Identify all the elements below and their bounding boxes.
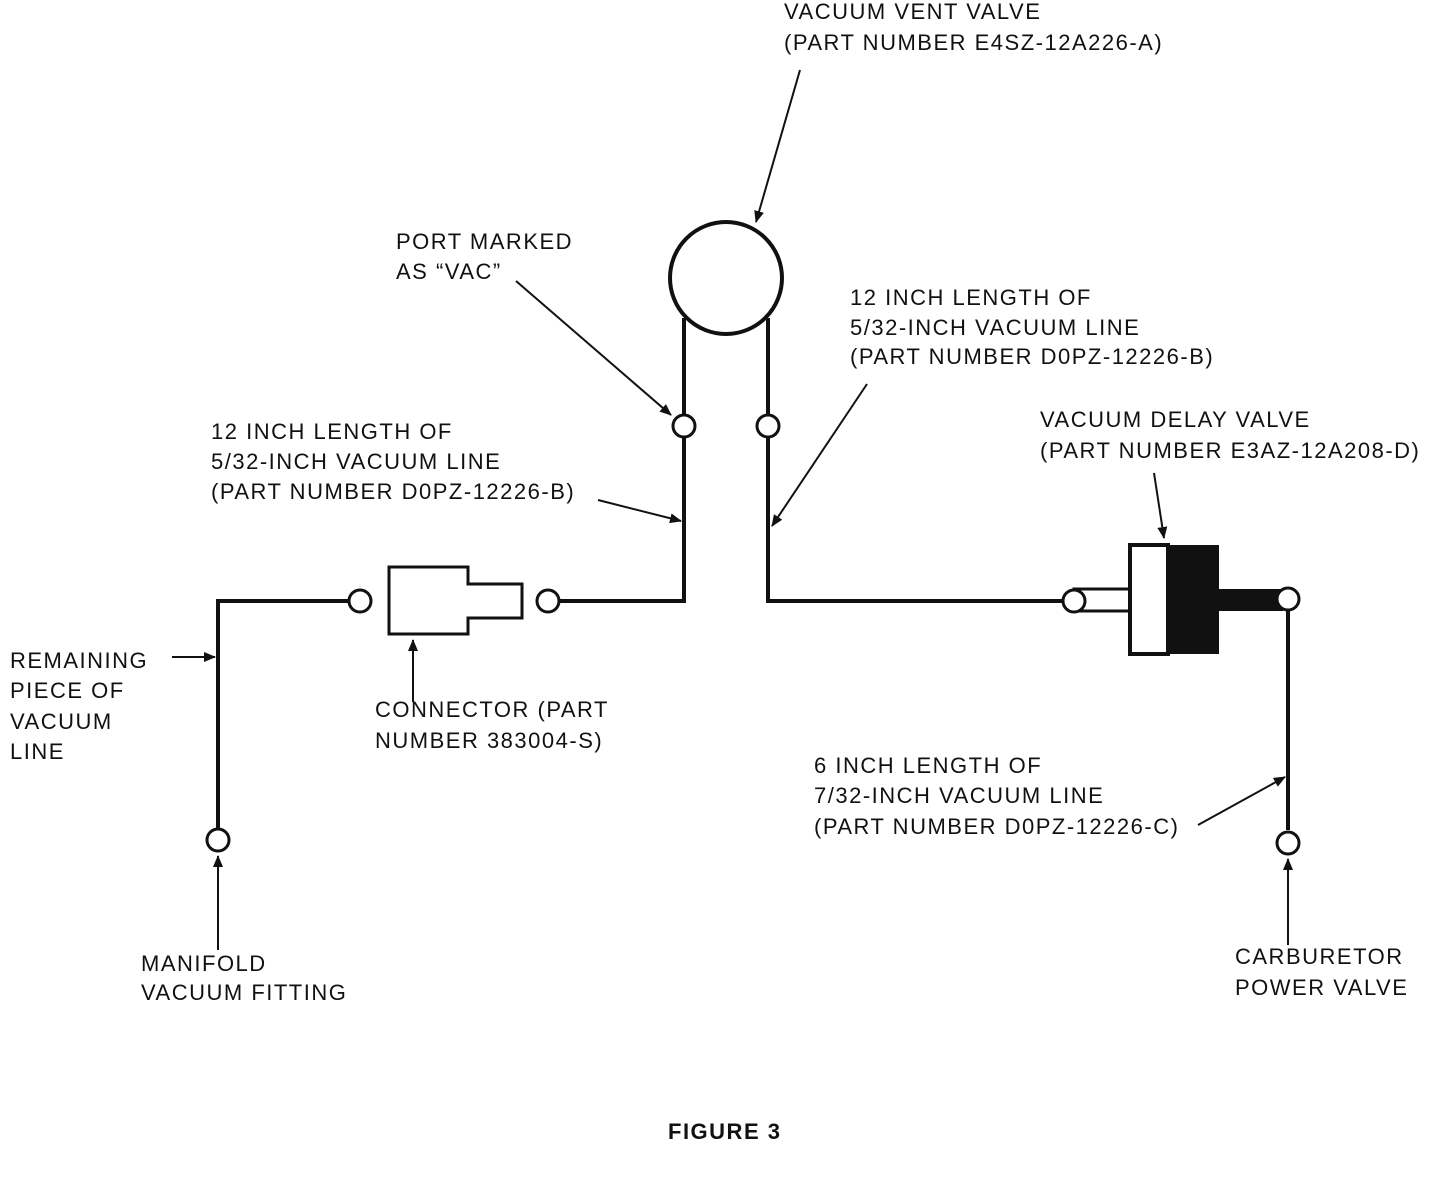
label-line: POWER VALVE (1235, 975, 1408, 1000)
label-line: 7/32-INCH VACUUM LINE (814, 783, 1104, 808)
label-line: VACUUM (10, 709, 113, 734)
manifold-label: MANIFOLD VACUUM FITTING (141, 951, 347, 1005)
label-line: PIECE OF (10, 678, 125, 703)
label-line: CARBURETOR (1235, 944, 1404, 969)
port-vac-arrow (515, 280, 672, 416)
delay-valve-outlet-stub (1219, 589, 1283, 611)
vacuum-delay-valve (1072, 543, 1283, 656)
left-line-label: 12 INCH LENGTH OF 5/32-INCH VACUUM LINE … (211, 419, 575, 504)
figure-caption: FIGURE 3 (668, 1119, 781, 1144)
label-line: LINE (10, 739, 65, 764)
label-line: 6 INCH LENGTH OF (814, 753, 1042, 778)
delay-valve-label: VACUUM DELAY VALVE (PART NUMBER E3AZ-12A… (1040, 407, 1420, 463)
label-line: (PART NUMBER E3AZ-12A208-D) (1040, 438, 1420, 463)
right-5-32-vacuum-line (766, 437, 1062, 603)
connector-label: CONNECTOR (PART NUMBER 383004-S) (375, 697, 609, 753)
delay-valve-light-half (1128, 543, 1170, 656)
label-line: VACUUM VENT VALVE (784, 0, 1041, 24)
port-vac-label: PORT MARKED AS “VAC” (396, 229, 573, 284)
label-line: NUMBER 383004-S) (375, 728, 603, 753)
left-5-32-vacuum-line (560, 437, 686, 603)
vent-valve-arrow (754, 69, 801, 223)
label-line: 12 INCH LENGTH OF (850, 285, 1092, 310)
hose-end-fitting (205, 827, 231, 853)
carburetor-label: CARBURETOR POWER VALVE (1235, 944, 1408, 1000)
connector-body (387, 565, 524, 636)
label-line: (PART NUMBER D0PZ-12226-B) (211, 479, 575, 504)
delay-valve-arrow (1153, 472, 1168, 539)
hose-end-fitting (535, 588, 561, 614)
label-line: VACUUM DELAY VALVE (1040, 407, 1311, 432)
vacuum-vent-valve (668, 220, 784, 336)
label-line: 12 INCH LENGTH OF (211, 419, 453, 444)
right-line-arrow (771, 383, 868, 527)
label-line: PORT MARKED (396, 229, 573, 254)
label-line: (PART NUMBER E4SZ-12A226-A) (784, 30, 1163, 55)
label-line: (PART NUMBER D0PZ-12226-C) (814, 814, 1179, 839)
label-line: VACUUM FITTING (141, 980, 347, 1005)
label-line: REMAINING (10, 648, 148, 673)
6-inch-line-arrow (1197, 776, 1286, 826)
label-line: 5/32-INCH VACUUM LINE (850, 315, 1140, 340)
label-line: CONNECTOR (PART (375, 697, 609, 722)
6-inch-line-label: 6 INCH LENGTH OF 7/32-INCH VACUUM LINE (… (814, 753, 1179, 839)
hose-end-fitting (1275, 830, 1301, 856)
hose-fittings (205, 413, 1301, 856)
remaining-vacuum-line (216, 599, 348, 840)
left-line-arrow (597, 499, 682, 524)
label-line: 5/32-INCH VACUUM LINE (211, 449, 501, 474)
hose-end-fitting (1061, 588, 1087, 614)
delay-valve-dark-half (1168, 545, 1219, 654)
hose-end-fitting (671, 413, 697, 439)
hose-end-fitting (347, 588, 373, 614)
remaining-line-label: REMAINING PIECE OF VACUUM LINE (10, 648, 148, 764)
vacuum-lines (216, 318, 1290, 840)
hose-end-fitting (1275, 586, 1301, 612)
vent-valve-label: VACUUM VENT VALVE (PART NUMBER E4SZ-12A2… (784, 0, 1163, 55)
right-line-label: 12 INCH LENGTH OF 5/32-INCH VACUUM LINE … (850, 285, 1214, 369)
label-line: MANIFOLD (141, 951, 267, 976)
hose-end-fitting (755, 413, 781, 439)
label-line: AS “VAC” (396, 259, 502, 284)
leader-arrows (172, 69, 1293, 950)
label-line: (PART NUMBER D0PZ-12226-B) (850, 344, 1214, 369)
